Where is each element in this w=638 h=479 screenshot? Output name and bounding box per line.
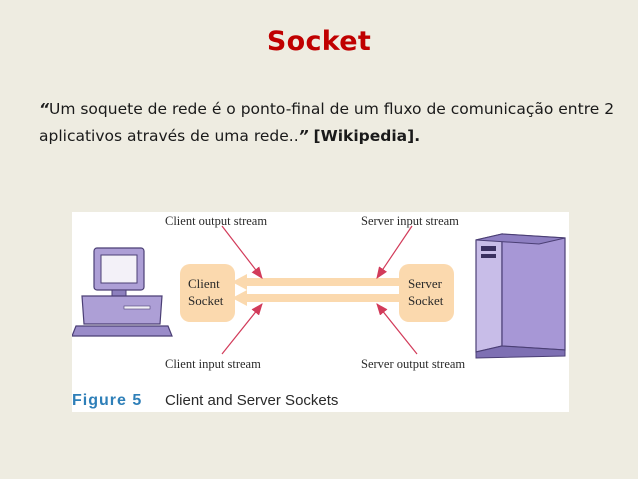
desktop-computer-icon [72,247,173,337]
server-output-arrow [376,303,418,355]
client-output-stream-label: Client output stream [165,214,267,228]
socket-diagram: Client Socket Server Socket Client outpu… [72,214,566,409]
output-stream-band [232,274,417,290]
server-socket: Server Socket [399,264,454,322]
figure-caption-text: Client and Server Sockets [165,392,338,409]
quote-open-mark: “ [39,100,49,118]
client-input-stream-label: Client input stream [165,357,261,371]
server-input-stream-label: Server input stream [361,214,459,228]
server-socket-label-line1: Server [408,276,443,291]
client-input-arrow [221,303,263,355]
quote-source: [Wikipedia]. [313,127,421,145]
quote-text: “Um soquete de rede é o ponto-final de u… [39,96,629,150]
slide-title: Socket [266,26,372,57]
client-socket-label-line2: Socket [188,293,224,308]
quote-body: Um soquete de rede é o ponto-final de um… [39,100,615,145]
input-stream-band [232,290,417,306]
client-socket: Client Socket [180,264,235,322]
client-socket-label-line1: Client [188,276,220,291]
server-socket-label-line2: Socket [408,293,444,308]
server-tower-icon [475,233,566,359]
server-output-stream-label: Server output stream [361,357,465,371]
server-input-arrow [376,225,413,279]
socket-figure: Client Socket Server Socket Client outpu… [72,212,569,412]
figure-caption-number: Figure 5 [72,392,142,409]
quote-close-mark: ” [298,127,309,145]
client-output-arrow [221,225,263,279]
